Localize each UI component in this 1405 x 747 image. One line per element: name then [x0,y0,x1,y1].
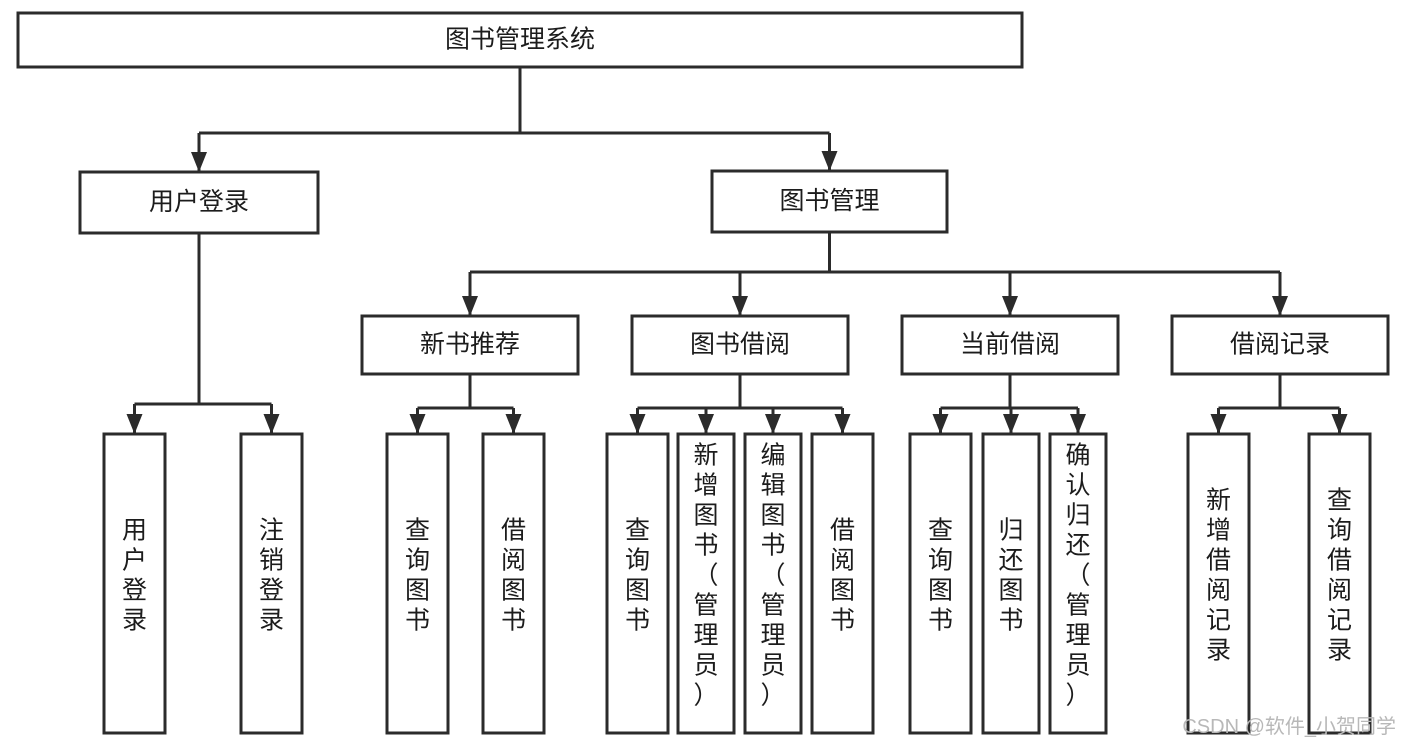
edge-group-borrow-record [1210,374,1348,434]
arrow-head-icon [191,152,207,172]
node-box [1307,432,1372,735]
node-label: 借阅图书 [830,517,855,635]
arrow-head-icon [1003,414,1019,434]
node-leaf-confirm-return[interactable]: 确认归还（管理员） [1048,432,1108,735]
node-label: 新增图书（管理员） [693,442,718,710]
node-leaf-add-record[interactable]: 新增借阅记录 [1186,432,1251,735]
node-root[interactable]: 图书管理系统 [16,11,1024,69]
node-box [676,432,736,735]
node-label: 用户登录 [149,188,249,216]
node-label: 新书推荐 [420,331,520,359]
node-borrow-record[interactable]: 借阅记录 [1170,314,1390,376]
node-label: 新增借阅记录 [1206,487,1231,665]
node-label: 查询图书 [405,517,430,635]
node-box [900,314,1120,376]
node-new-book-rec[interactable]: 新书推荐 [360,314,580,376]
node-label: 注销登录 [259,517,284,635]
arrow-head-icon [821,151,838,171]
node-leaf-return-book[interactable]: 归还图书 [981,432,1041,735]
edge-group-new-book-rec [409,374,522,434]
node-label: 编辑图书（管理员） [760,442,785,710]
edge-group-book-manage [462,232,1288,316]
arrow-head-icon [765,414,781,434]
edge-group-current-borrow [932,374,1086,434]
node-label: 图书借阅 [690,331,790,359]
connector-layer [126,67,1348,434]
node-label: 查询借阅记录 [1327,487,1352,665]
node-label: 查询图书 [928,517,953,635]
node-label: 借阅记录 [1230,331,1330,359]
arrow-head-icon [462,296,478,316]
node-leaf-query-book-2[interactable]: 查询图书 [605,432,670,735]
node-box [16,11,1024,69]
node-leaf-borrow-book-1[interactable]: 借阅图书 [481,432,546,735]
node-leaf-logout[interactable]: 注销登录 [239,432,304,735]
node-label: 图书管理 [779,187,879,215]
node-box [1170,314,1390,376]
node-leaf-query-book-3[interactable]: 查询图书 [908,432,973,735]
arrow-head-icon [1272,296,1288,316]
node-box [78,170,320,235]
node-box [385,432,450,735]
node-leaf-add-book[interactable]: 新增图书（管理员） [676,432,736,735]
node-box [481,432,546,735]
edge-group-root [191,67,838,172]
arrow-head-icon [409,414,426,434]
arrow-head-icon [263,414,280,434]
node-label: 当前借阅 [960,331,1060,359]
arrow-head-icon [505,414,522,434]
node-box [239,432,304,735]
arrow-head-icon [1210,414,1227,434]
node-box [981,432,1041,735]
node-box [710,169,949,234]
arrow-head-icon [126,414,143,434]
node-leaf-query-record[interactable]: 查询借阅记录 [1307,432,1372,735]
node-box [810,432,875,735]
node-layer: 图书管理系统用户登录图书管理新书推荐图书借阅当前借阅借阅记录用户登录注销登录查询… [16,11,1390,735]
node-box [630,314,850,376]
edge-group-book-borrow [629,374,851,434]
node-current-borrow[interactable]: 当前借阅 [900,314,1120,376]
watermark-label: CSDN @软件_小贺同学 [1182,715,1396,738]
node-label: 图书管理系统 [445,26,595,54]
edge-group-user-login [126,233,280,434]
node-leaf-user-login[interactable]: 用户登录 [102,432,167,735]
arrow-head-icon [629,414,646,434]
node-box [605,432,670,735]
node-leaf-borrow-book-2[interactable]: 借阅图书 [810,432,875,735]
node-box [102,432,167,735]
arrow-head-icon [698,414,714,434]
node-label: 用户登录 [122,517,147,635]
node-box [743,432,803,735]
arrow-head-icon [1002,296,1018,316]
node-label: 借阅图书 [501,517,526,635]
arrow-head-icon [1070,414,1086,434]
arrow-head-icon [732,296,748,316]
node-box [360,314,580,376]
node-box [908,432,973,735]
node-leaf-query-book-1[interactable]: 查询图书 [385,432,450,735]
node-box [1048,432,1108,735]
arrow-head-icon [834,414,851,434]
node-leaf-edit-book[interactable]: 编辑图书（管理员） [743,432,803,735]
node-book-manage[interactable]: 图书管理 [710,169,949,234]
node-label: 确认归还（管理员） [1065,442,1090,710]
node-book-borrow[interactable]: 图书借阅 [630,314,850,376]
arrow-head-icon [1331,414,1348,434]
arrow-head-icon [932,414,949,434]
node-user-login[interactable]: 用户登录 [78,170,320,235]
node-label: 归还图书 [998,517,1023,635]
node-box [1186,432,1251,735]
node-label: 查询图书 [625,517,650,635]
